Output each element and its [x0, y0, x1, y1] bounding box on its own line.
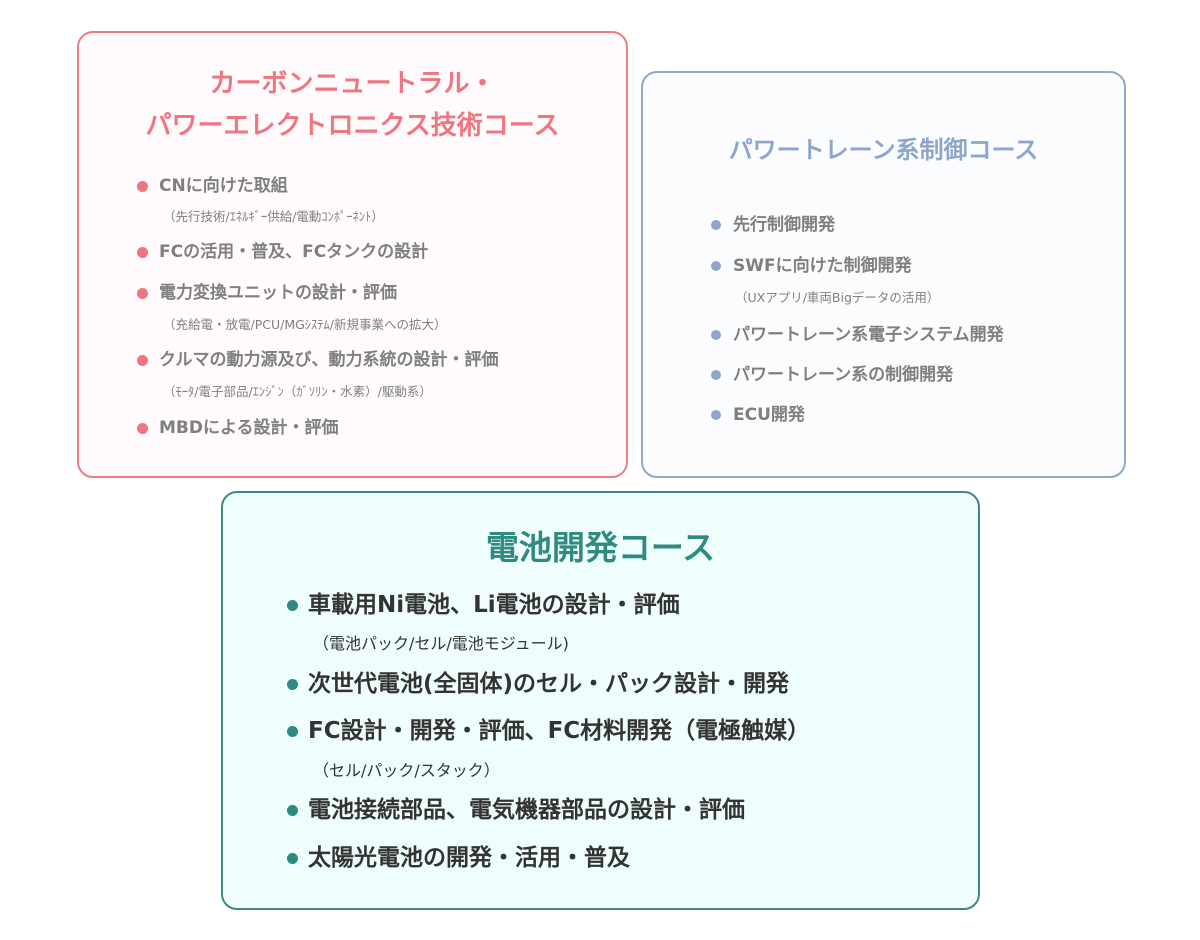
- list-item: 電池接続部品、電気機器部品の設計・評価: [287, 795, 745, 825]
- list-item: パワートレーン系電子システム開発: [711, 324, 1004, 346]
- item-label: 先行制御開発: [733, 215, 835, 235]
- bullet-icon: [287, 600, 298, 611]
- list-item: FC設計・開発・評価、FC材料開発（電極触媒）: [287, 716, 810, 746]
- item-label: FC設計・開発・評価、FC材料開発（電極触媒）: [308, 718, 811, 744]
- item-label: 太陽光電池の開発・活用・普及: [308, 845, 630, 871]
- course-title-line2: パワーエレクトロニクス技術コース: [145, 111, 560, 141]
- item-label: パワートレーン系電子システム開発: [733, 325, 1004, 345]
- item-label: パワートレーン系の制御開発: [733, 365, 954, 385]
- bullet-icon: [711, 330, 721, 340]
- bullet-icon: [137, 180, 148, 192]
- battery-development-course-card: 電池開発コース 車載用Ni電池、Li電池の設計・評価 （電池パック/セル/電池モ…: [221, 491, 980, 910]
- list-item: 太陽光電池の開発・活用・普及: [287, 843, 630, 873]
- item-sub: （充給電・放電/PCU/MGｼｽﾃﾑ/新規事業への拡大）: [163, 317, 447, 332]
- list-item: 先行制御開発: [711, 214, 835, 236]
- carbon-neutral-course-card: カーボンニュートラル・ パワーエレクトロニクス技術コース CNに向けた取組 （先…: [77, 31, 628, 478]
- powertrain-control-course-card: パワートレーン系制御コース 先行制御開発 SWFに向けた制御開発 （UXアプリ/…: [641, 71, 1126, 478]
- list-item: クルマの動力源及び、動力系統の設計・評価: [137, 349, 499, 371]
- item-sub: （UXアプリ/車両Bigデータの活用）: [735, 290, 940, 305]
- item-label: 電力変換ユニットの設計・評価: [159, 283, 397, 303]
- item-label: MBDによる設計・評価: [159, 418, 339, 438]
- list-item: MBDによる設計・評価: [137, 417, 338, 439]
- bullet-icon: [287, 726, 298, 737]
- bullet-icon: [711, 261, 721, 271]
- item-label: CNに向けた取組: [159, 176, 288, 196]
- item-label: FCの活用・普及、FCタンクの設計: [159, 242, 429, 262]
- course-title: 電池開発コース: [485, 528, 716, 567]
- bullet-icon: [711, 410, 721, 420]
- bullet-icon: [137, 246, 148, 258]
- list-item: 車載用Ni電池、Li電池の設計・評価: [287, 590, 680, 620]
- list-item: CNに向けた取組: [137, 175, 288, 197]
- bullet-icon: [137, 287, 148, 299]
- item-sub: （先行技術/ｴﾈﾙｷﾞｰ供給/電動ｺﾝﾎﾟｰﾈﾝﾄ）: [163, 209, 384, 224]
- item-sub: （ﾓｰﾀ/電子部品/ｴﾝｼﾞﾝ（ｶﾞｿﾘﾝ・水素）/駆動系）: [163, 384, 432, 399]
- course-title: パワートレーン系制御コース: [728, 136, 1039, 164]
- item-label: 次世代電池(全固体)のセル・パック設計・開発: [308, 671, 790, 697]
- bullet-icon: [137, 354, 148, 366]
- item-label: クルマの動力源及び、動力系統の設計・評価: [159, 350, 499, 370]
- list-item: 次世代電池(全固体)のセル・パック設計・開発: [287, 669, 789, 699]
- item-label: SWFに向けた制御開発: [733, 256, 912, 276]
- item-sub: （セル/パック/スタック）: [313, 761, 500, 780]
- bullet-icon: [711, 220, 721, 230]
- list-item: SWFに向けた制御開発: [711, 255, 912, 277]
- bullet-icon: [137, 422, 148, 434]
- list-item: 電力変換ユニットの設計・評価: [137, 282, 397, 304]
- list-item: FCの活用・普及、FCタンクの設計: [137, 241, 428, 263]
- bullet-icon: [287, 805, 298, 816]
- bullet-icon: [711, 370, 721, 380]
- list-item: ECU開発: [711, 404, 805, 426]
- bullet-icon: [287, 679, 298, 690]
- item-sub: （電池パック/セル/電池モジュール): [313, 634, 569, 653]
- course-title-line1: カーボンニュートラル・: [209, 69, 496, 99]
- item-label: ECU開発: [733, 405, 805, 425]
- item-label: 車載用Ni電池、Li電池の設計・評価: [308, 592, 680, 618]
- item-label: 電池接続部品、電気機器部品の設計・評価: [308, 797, 745, 823]
- list-item: パワートレーン系の制御開発: [711, 364, 953, 386]
- bullet-icon: [287, 853, 298, 864]
